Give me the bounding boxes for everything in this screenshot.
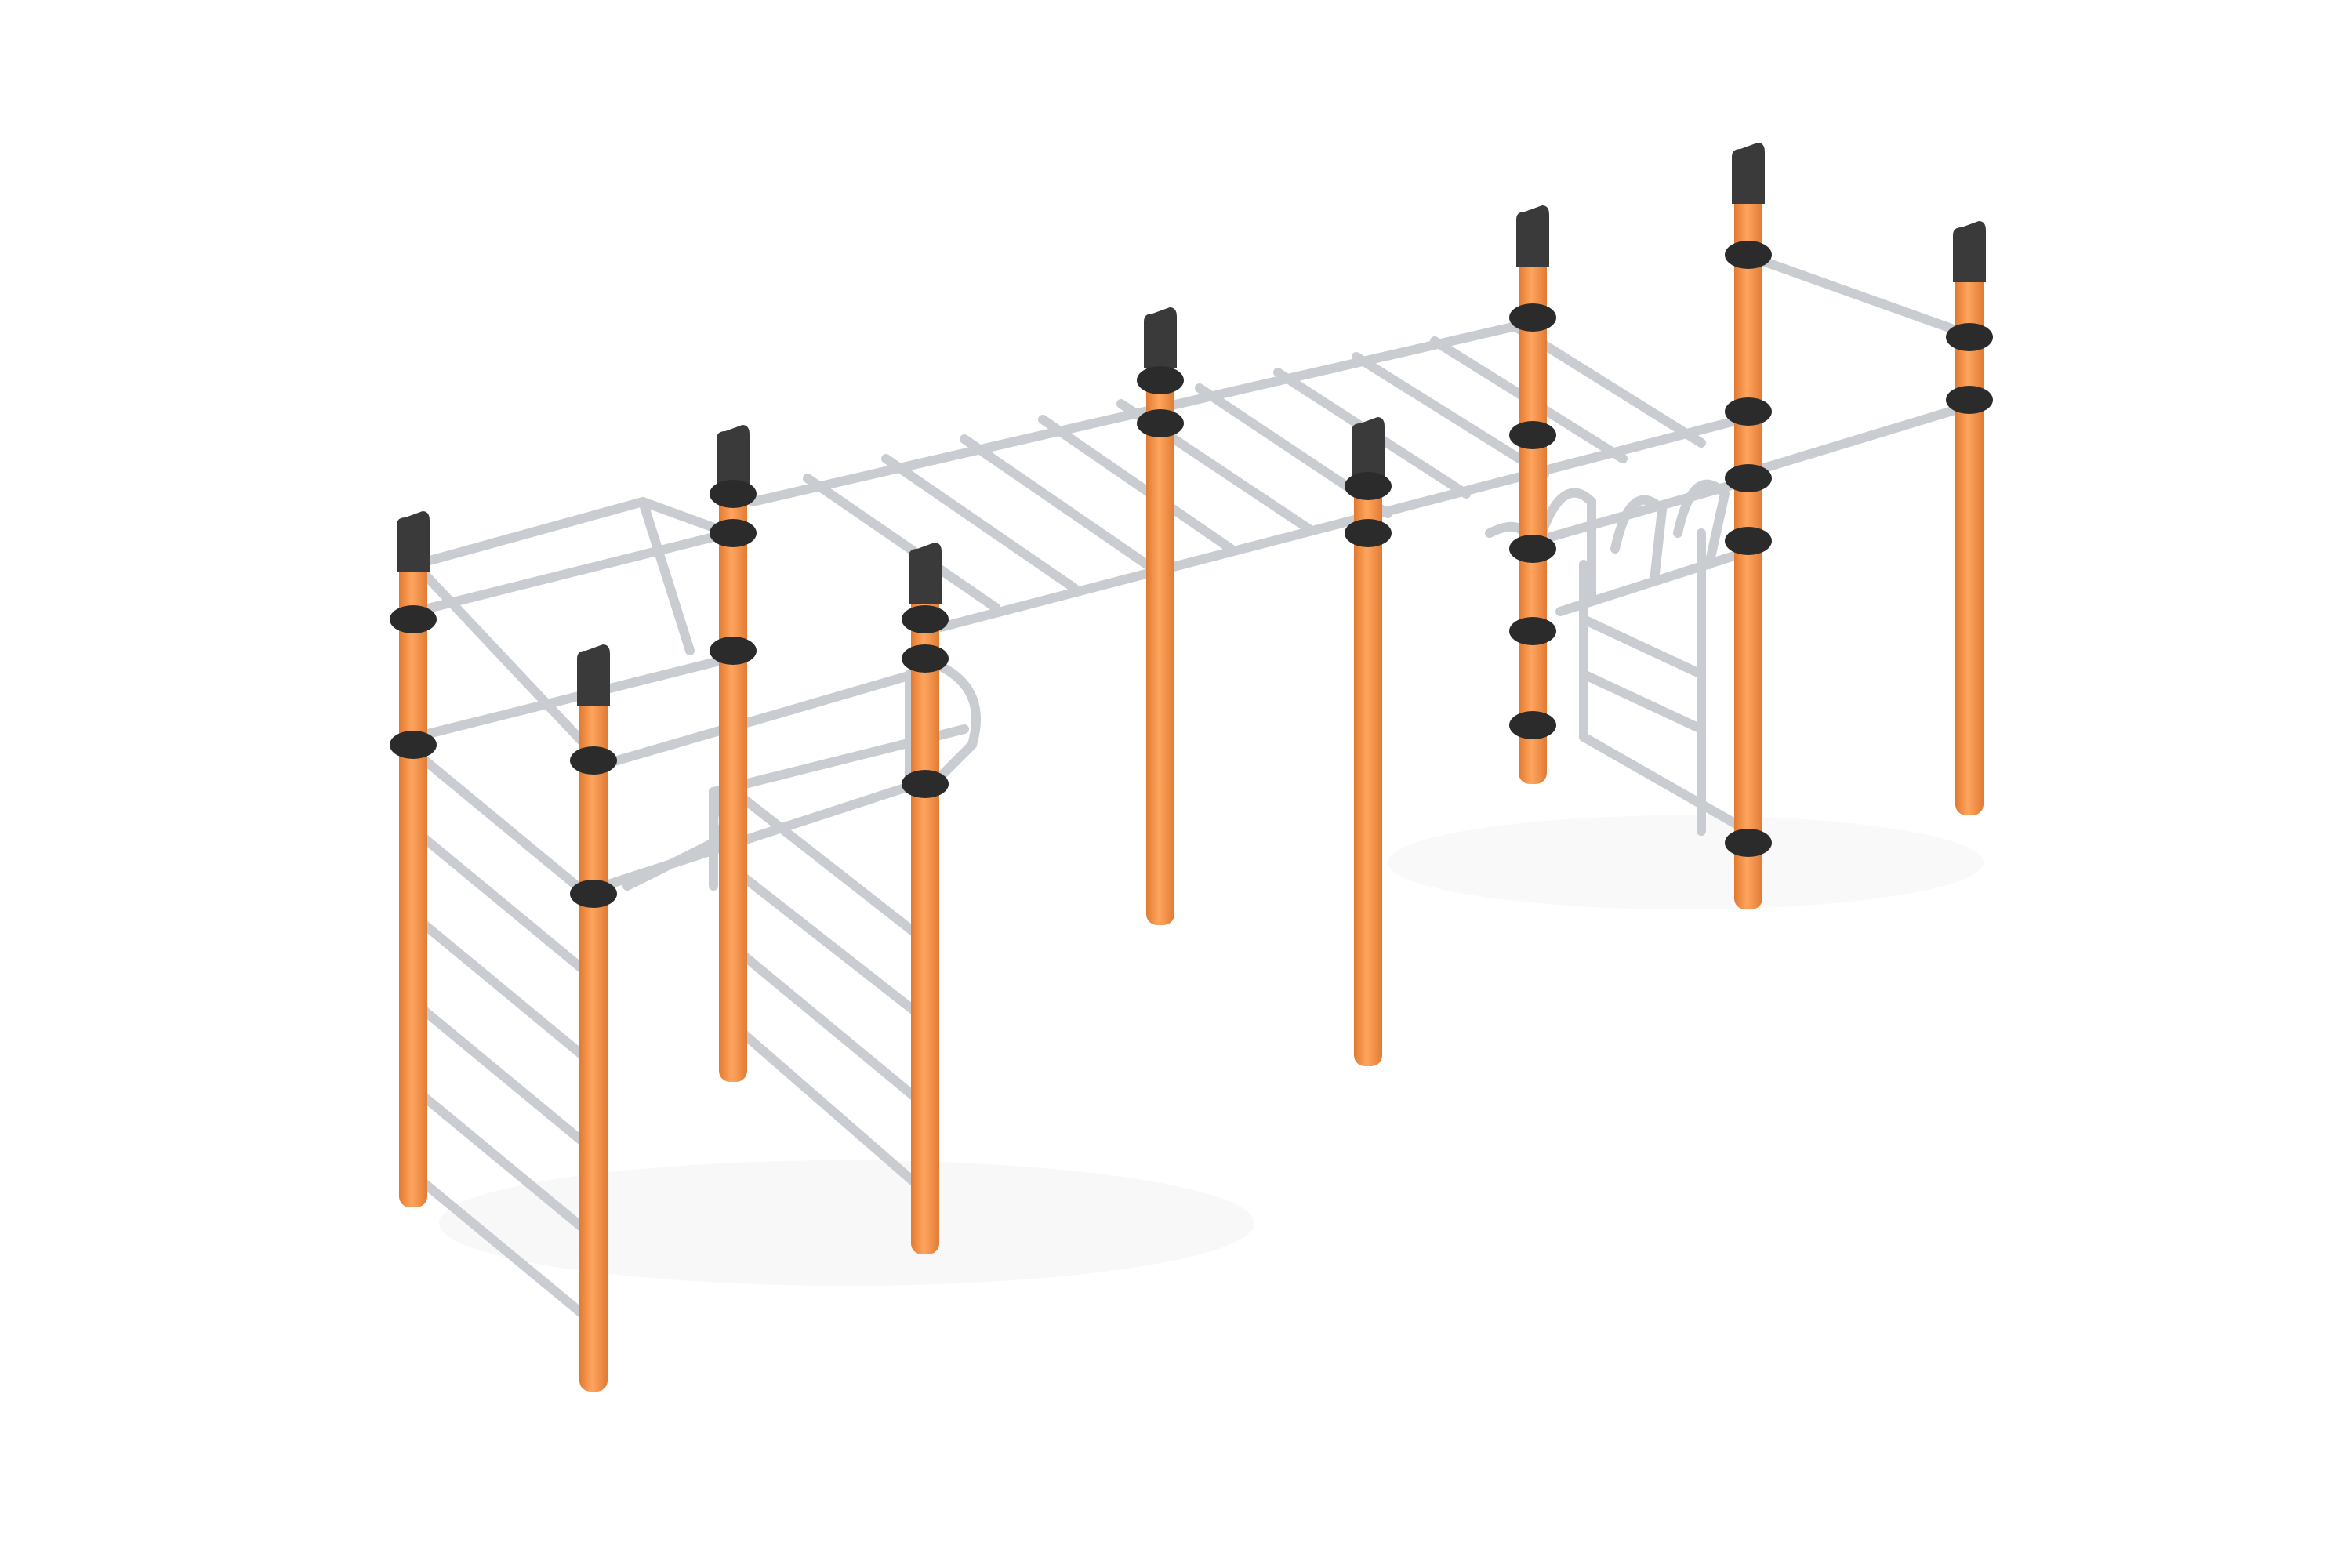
bar-clamp [390, 605, 437, 633]
bar-clamp [710, 519, 757, 547]
post [710, 425, 757, 1082]
post-tube [399, 549, 427, 1207]
post-cap [1732, 143, 1765, 204]
bar-clamp [390, 731, 437, 759]
post-tube [579, 682, 608, 1392]
post-cap [1144, 307, 1177, 368]
bar-clamp [1725, 829, 1772, 857]
post [1725, 143, 1772, 909]
bar-clamp [1946, 323, 1993, 351]
post-cap [1516, 205, 1549, 267]
bar-clamp [1725, 397, 1772, 426]
bar-clamp [1725, 464, 1772, 492]
post [390, 511, 437, 1207]
post-cap [1953, 221, 1986, 282]
bar-clamp [1509, 617, 1556, 645]
post [1137, 307, 1184, 925]
post-tube [911, 580, 939, 1254]
post-tube [1519, 243, 1547, 784]
bar-clamp [1137, 366, 1184, 394]
bar-clamp [902, 770, 949, 798]
post [570, 644, 617, 1392]
post-tube [1146, 345, 1174, 925]
bar-clamp [1509, 421, 1556, 449]
bar-clamp [1509, 535, 1556, 563]
orange-posts [390, 143, 1993, 1392]
bar-clamp [570, 880, 617, 908]
bar-clamp [1946, 386, 1993, 414]
post [1946, 221, 1993, 815]
bar-clamp [710, 480, 757, 508]
bar-clamp [1509, 711, 1556, 739]
bar-clamp [570, 746, 617, 775]
ground-shadows [439, 815, 1984, 1286]
bar-clamp [1345, 472, 1392, 500]
post-cap [577, 644, 610, 706]
bar-clamp [1725, 241, 1772, 269]
bar-clamp [1509, 303, 1556, 332]
bar-clamp [902, 605, 949, 633]
bar-clamp [1345, 519, 1392, 547]
post-cap [717, 425, 750, 486]
post-tube [1354, 455, 1382, 1066]
post [902, 543, 949, 1254]
post-tube [719, 463, 747, 1082]
post-cap [397, 511, 430, 572]
post-cap [1352, 417, 1385, 478]
bar-clamp [902, 644, 949, 673]
bar-clamp [710, 637, 757, 665]
bar-clamp [1137, 409, 1184, 437]
bar-clamp [1725, 527, 1772, 555]
post [1509, 205, 1556, 784]
post-cap [909, 543, 942, 604]
post [1345, 417, 1392, 1066]
